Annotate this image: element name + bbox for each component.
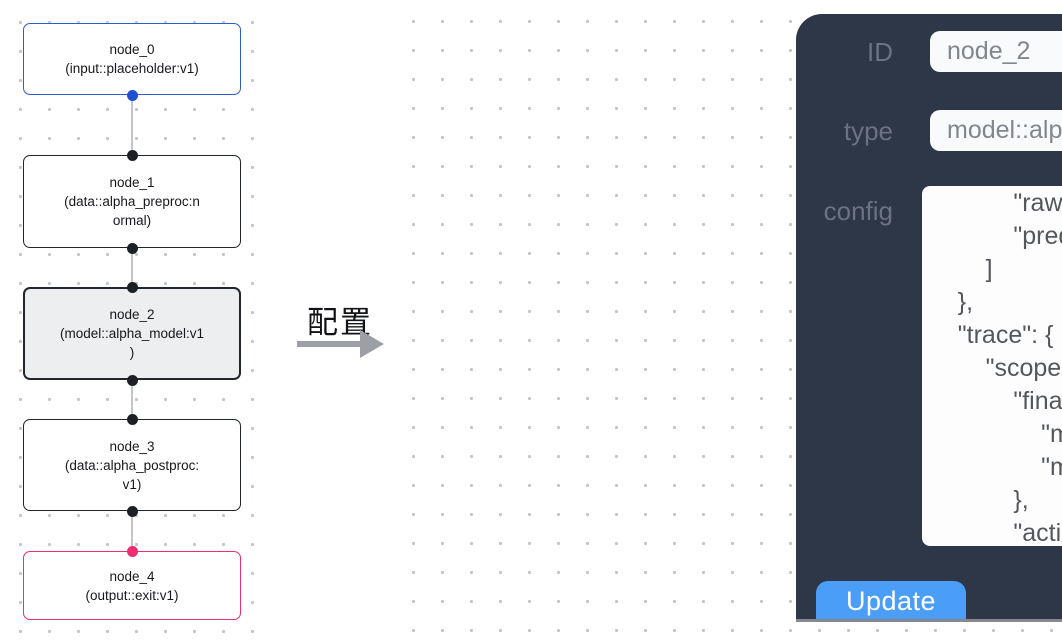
node-subtitle: (model::alpha_model:v1 ) [59, 326, 205, 360]
flow-node-2-selected[interactable]: node_2 (model::alpha_model:v1 ) [23, 287, 241, 380]
config-json-text: "raw_action", "pred" ] }, "trace": { "sc… [957, 189, 1062, 546]
update-button[interactable]: Update [816, 581, 966, 619]
flow-node-4[interactable]: node_4 (output::exit:v1) [23, 551, 241, 620]
port-node1-in[interactable] [127, 150, 138, 161]
node-title: node_1 [109, 175, 155, 190]
config-arrow-head-icon [360, 330, 384, 358]
config-arrow-icon [297, 341, 361, 347]
edge-node3-node4 [131, 511, 133, 551]
port-node2-out[interactable] [127, 375, 138, 386]
node-subtitle: (output::exit:v1) [85, 587, 179, 603]
port-node3-out[interactable] [127, 506, 138, 517]
type-label: type [843, 116, 893, 146]
node-title: node_2 [109, 307, 155, 322]
panel-canvas: ID node_2 type model::alpha_model:v1 con… [388, 0, 1062, 643]
port-node2-in[interactable] [127, 282, 138, 293]
edge-node2-node3 [131, 380, 133, 419]
node-subtitle: (input::placeholder:v1) [65, 61, 199, 76]
flow-canvas: node_0 (input::placeholder:v1) node_1 (d… [0, 0, 262, 643]
port-node1-out[interactable] [127, 243, 138, 254]
port-node0-out[interactable] [127, 90, 138, 101]
flow-node-0[interactable]: node_0 (input::placeholder:v1) [23, 23, 241, 95]
port-node3-in[interactable] [127, 414, 138, 425]
config-panel: ID node_2 type model::alpha_model:v1 con… [796, 14, 1062, 622]
flow-node-1[interactable]: node_1 (data::alpha_preproc:n ormal) [23, 155, 241, 248]
edge-node0-node1 [131, 95, 133, 155]
flow-node-3[interactable]: node_3 (data::alpha_postproc: v1) [23, 419, 241, 511]
node-title: node_3 [109, 438, 155, 454]
type-input[interactable]: model::alpha_model:v1 [930, 110, 1062, 151]
node-subtitle: (data::alpha_postproc: v1) [64, 457, 200, 492]
edge-node1-node2 [131, 248, 133, 287]
port-node4-in[interactable] [127, 546, 138, 557]
node-title: node_0 [109, 42, 155, 57]
config-label: config [823, 196, 893, 226]
node-subtitle: (data::alpha_preproc:n ormal) [64, 194, 200, 228]
node-title: node_4 [109, 568, 155, 584]
id-label: ID [867, 37, 893, 67]
config-textarea[interactable]: "raw_action", "pred" ] }, "trace": { "sc… [922, 186, 1062, 546]
id-input[interactable]: node_2 [930, 31, 1062, 72]
